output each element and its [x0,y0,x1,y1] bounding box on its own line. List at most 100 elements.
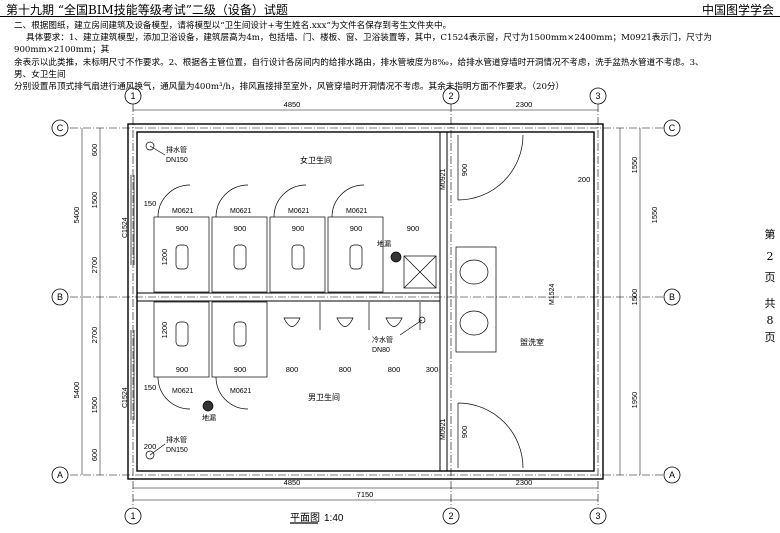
dim-right: 1500 [630,289,639,306]
stall-label: M0621 [172,388,194,395]
grid-row-label: C [57,123,64,133]
dim-bottom: 4850 [284,478,301,487]
doors [457,134,524,469]
grid-col-label: 2 [448,511,453,521]
pipe-label: DN150 [166,157,188,164]
grid-col-label: 3 [595,91,600,101]
pipe-label: 排水管 [166,435,187,444]
page-number-label-1: 第 [764,228,776,241]
grid-col-label: 1 [130,91,135,101]
stall-dim: 900 [234,224,247,233]
window-label: C1524 [122,217,129,238]
caption-scale: 1:40 [324,513,344,524]
dim-total: 7150 [357,490,374,499]
room-labels: 女卫生间 男卫生间 盥洗室 [300,155,544,402]
stall-label: M0621 [230,388,252,395]
page-number-label-2: 页 [764,271,776,284]
male-dim: 800 [339,365,352,374]
dim-left: 600 [90,449,99,462]
stall-label: M0621 [346,208,368,215]
room-female: 女卫生间 [300,155,332,165]
grid-col-label: 3 [595,511,600,521]
page-total-value: 8 [766,314,774,327]
grid-row-label: A [57,470,63,480]
male-dim: 800 [388,365,401,374]
pipe-label: DN150 [166,447,188,454]
interior-walls [137,132,448,471]
grid-labels: 1 2 3 1 2 3 C B A C B A [57,91,676,521]
female-stalls [153,184,384,293]
drain-label: 地漏 [202,413,216,422]
misc-dim: 900 [460,426,469,439]
male-dim: 900 [176,365,189,374]
caption-title: 平面图 [290,512,320,524]
dim-right: 1550 [630,157,639,174]
stall-label: M0621 [172,208,194,215]
organizer-name: 中国图学学会 [701,3,774,17]
window-label: C1524 [122,387,129,408]
grid-bubbles [51,87,681,525]
dim-left: 5400 [72,382,81,399]
misc-dim: 900 [460,164,469,177]
page-total-label-2: 页 [764,331,776,344]
dim-left: 600 [90,144,99,157]
male-dim: 900 [234,365,247,374]
grid-row-label: B [57,292,63,302]
page-number-value: 2 [766,250,774,263]
stall-dim: 900 [292,224,305,233]
pipe-markers [145,141,426,460]
misc-dim: 150 [144,383,157,392]
stall-label: M0621 [230,208,252,215]
pipe-label: DN80 [372,347,390,354]
dim-right: 1950 [630,392,639,409]
task-line-4: 分别设置吊顶式排气扇进行通风换气，通风量为400m³/h，排风直接排至室外，风管… [14,82,565,93]
header-rule [0,16,780,17]
misc-dim: 200 [144,442,157,451]
door-label: M1524 [549,283,556,305]
misc-dim: 1200 [160,249,169,266]
task-description: 二、根据图纸，建立房间建筑及设备模型，请将模型以“卫生间设计+考生姓名.xxx”… [14,20,714,93]
dimension-lines [81,109,641,501]
grid-col-label: 1 [130,511,135,521]
dim-top: 4850 [284,100,301,109]
floor-drains [202,251,402,412]
dim-right: 1550 [650,207,659,224]
door-label: M0921 [440,418,447,440]
page-total-label-1: 共 [764,297,776,310]
drawing-caption: 平面图 1:40 [290,512,344,524]
grid-row-label: B [669,292,675,302]
stall-dim: 900 [407,224,420,233]
dim-left: 1500 [90,397,99,414]
windows [130,175,135,420]
dim-left: 2700 [90,327,99,344]
dim-bottom: 2300 [516,478,533,487]
grid-lines [70,104,664,506]
task-line-2: 具体要求：1、建立建筑模型，添加卫浴设备，建筑层高为4m，包括墙、门、楼板、窗、… [14,33,712,56]
dim-left: 5400 [72,207,81,224]
equipment-labels: C1524 C1524 M0921 M0921 M1524 M0621 M062… [122,145,556,454]
task-line-3: 余表示以此类推，未标明尺寸不作要求。2、根据各主管位置，自行设计各房间内的给排水… [14,57,704,80]
task-line-1: 二、根据图纸，建立房间建筑及设备模型，请将模型以“卫生间设计+考生姓名.xxx”… [14,21,452,31]
male-stalls [153,301,421,410]
dim-left: 1500 [90,192,99,209]
room-male: 男卫生间 [308,392,340,402]
misc-dim: 1200 [160,322,169,339]
dim-left: 2700 [90,257,99,274]
grid-col-label: 2 [448,91,453,101]
room-wash: 盥洗室 [520,337,544,347]
grid-row-label: A [669,470,675,480]
stall-label: M0621 [288,208,310,215]
stall-dim: 900 [350,224,363,233]
male-dim: 300 [426,365,439,374]
dim-top: 2300 [516,100,533,109]
misc-dim: 200 [578,175,591,184]
pipe-label: 排水管 [166,145,187,154]
male-dim: 800 [286,365,299,374]
exam-title: 第十九期 “全国BIM技能等级考试”二级（设备）试题 [6,3,288,17]
pipe-label: 冷水管 [372,335,393,344]
drain-label: 地漏 [377,239,391,248]
misc-dim: 150 [144,199,157,208]
grid-row-label: C [669,123,676,133]
dimension-texts: 4850 2300 4850 2300 7150 5400 5400 600 1… [72,100,659,499]
washbasins [403,246,497,353]
